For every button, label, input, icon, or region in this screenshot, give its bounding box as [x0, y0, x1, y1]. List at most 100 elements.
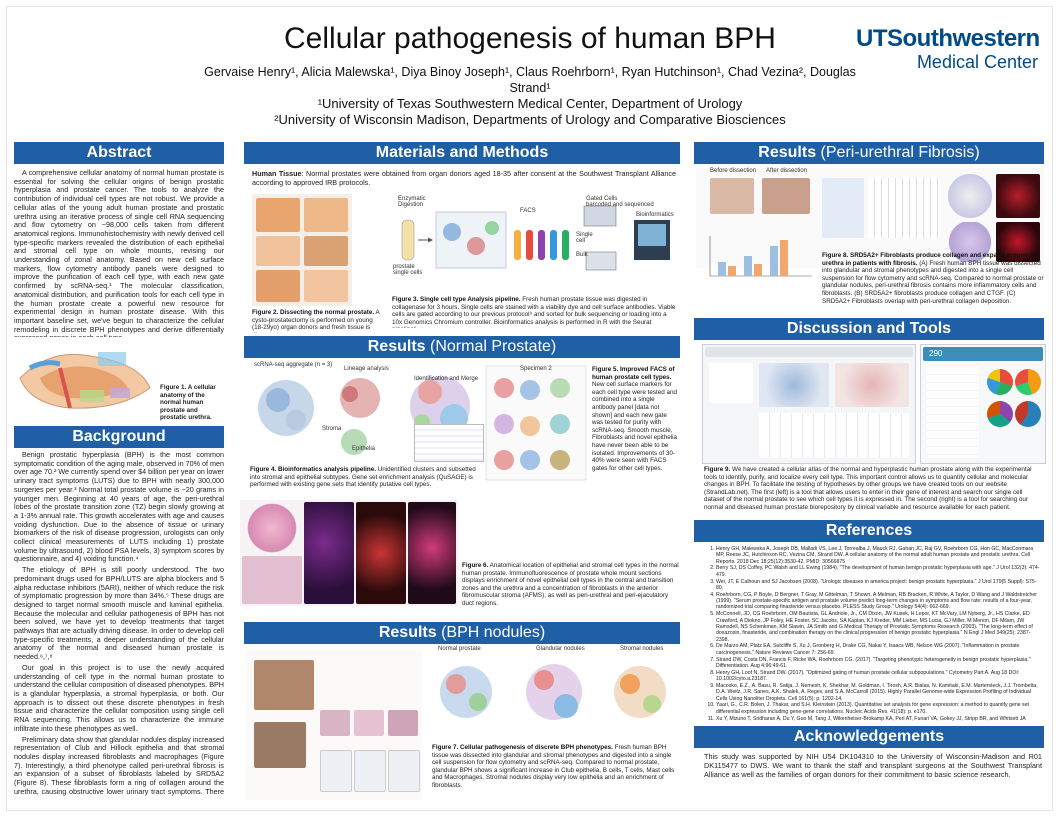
tool-toolbar [705, 347, 913, 357]
photo-prostate-4 [304, 236, 348, 266]
figure-6-caption: Figure 6. Anatomical location of epithel… [462, 562, 680, 608]
figure-5-caption: Figure 5. Improved FACS of human prostat… [592, 366, 678, 496]
photo-prostate-6 [304, 270, 348, 302]
label-facs: FACS [520, 208, 536, 214]
reference-item: Henry GH, Loof N, Strand DW. (2017). "Op… [716, 670, 1040, 683]
reference-ol: Henry GH, Malewska A, Joseph DB, Malladi… [704, 546, 1040, 722]
reference-item: Xu Y, Mizuno T, Sridharan A, Du Y, Guo M… [716, 716, 1040, 722]
figure-9-caption: Figure 9. We have created a cellular atl… [704, 466, 1044, 514]
label-stromal: Stromal nodules [620, 646, 664, 652]
methods-body: : Normal prostates were obtained from or… [252, 170, 676, 187]
tool-tsne-1 [759, 363, 829, 407]
methods-label: Human Tissue [252, 170, 302, 178]
figure-8-panels [696, 168, 1044, 268]
poster-title: Cellular pathogenesis of human BPH [284, 22, 776, 55]
figure-2-caption: Figure 2. Dissecting the normal prostate… [252, 309, 384, 333]
fig3-title: Figure 3. Single cell type Analysis pipe… [392, 296, 521, 303]
ihc-section [242, 502, 302, 554]
if-krt13 [356, 502, 406, 604]
fig5-body: New cell surface markers for each cell t… [592, 381, 678, 472]
utsw-logo: UTSouthwestern Medical Center [856, 25, 1046, 73]
ack-header: Acknowledgements [694, 726, 1044, 748]
photo-after [762, 178, 810, 214]
flow-plot-2 [354, 750, 386, 792]
ihc-zoom [242, 556, 302, 604]
figure-9-biorepository: 290 [920, 344, 1046, 464]
if-fibroblast [408, 502, 456, 604]
hdr-a: Results [367, 338, 430, 355]
label-digestion: Enzymatic Digestion [398, 196, 426, 208]
figure-7-tsne [440, 664, 666, 720]
figure-4-caption: Figure 4. Bioinformatics analysis pipeli… [250, 466, 482, 490]
background-header: Background [14, 426, 224, 448]
figure-7-tissue [246, 650, 422, 800]
logo-line2: Medical Center [916, 52, 1038, 72]
bph-dissected-photo [254, 722, 306, 768]
hdr-a: Results [378, 624, 442, 641]
tool-violin [759, 413, 909, 457]
methods-header: Materials and Methods [244, 142, 680, 164]
reference-item: Macosko, E.Z., A. Basu, R. Satija, J. Ne… [716, 683, 1040, 702]
affiliation-2: ²University of Wisconsin Madison, Depart… [274, 112, 786, 127]
reference-item: De Marzo AM, Platz EA, Sutcliffe S, Xu J… [716, 643, 1040, 656]
fig8-body: (A) Fresh human BPH tissue was dissected… [822, 259, 1044, 305]
photo-prostate-2 [304, 198, 348, 232]
reference-item: Yaari, G., C.R. Bolen, J. Thakar, and S.… [716, 702, 1040, 715]
logo-line1: UTSouthwestern [856, 25, 1040, 52]
fig9-title: Figure 9. [704, 466, 731, 473]
abstract-text: A comprehensive cellular anatomy of norm… [14, 169, 224, 337]
label-scrna: scRNA-seq aggregate (n = 3) [254, 362, 333, 368]
fig2-body: A cysto-prostatectomy is performed on yo… [252, 309, 380, 333]
reference-item: McConnell, JD, CG Roehrborn, OM Bautista… [716, 611, 1040, 642]
figure-4-table [414, 424, 484, 462]
results-peri-header: Results (Peri-urethral Fibrosis) [694, 142, 1044, 164]
histology-3 [388, 710, 418, 736]
violin-plots [868, 178, 940, 238]
background-p1: Benign prostatic hyperplasia (BPH) is th… [14, 451, 224, 564]
author-block: Gervaise Henry¹, Alicia Malewska¹, Diya … [190, 64, 870, 128]
references-header: References [694, 520, 1044, 542]
histology-2 [354, 710, 384, 736]
figure-3-caption: Figure 3. Single cell type Analysis pipe… [392, 296, 678, 328]
background-text: Benign prostatic hyperplasia (BPH) is th… [14, 451, 224, 796]
background-p4: Preliminary data show that glandular nod… [14, 734, 224, 796]
hdr-b: (Peri-urethral Fibrosis) [820, 144, 980, 161]
reference-item: Roehrborn, CG, P Boyle, D Bergner, T Gra… [716, 592, 1040, 611]
repo-count: 290 [929, 349, 943, 358]
label-single-cells: prostate single cells [393, 264, 423, 276]
photo-prostate-5 [256, 270, 300, 302]
repo-donut-2 [1015, 369, 1041, 395]
background-p3: Our goal in this project is to use the n… [14, 662, 224, 733]
fig5-title: Figure 5. Improved FACS of human prostat… [592, 366, 675, 381]
results-normal-header: Results (Normal Prostate) [244, 336, 680, 358]
label-lineage: Lineage analysis [344, 366, 389, 372]
reference-item: Berry SJ, DS Coffey, PC Walsh and LL Ewi… [716, 565, 1040, 578]
fig2-title: Figure 2. Dissecting the normal prostate… [252, 309, 375, 316]
label-glandular: Glandular nodules [536, 646, 585, 652]
sort-tubes [514, 230, 569, 260]
section-c4 [996, 222, 1040, 262]
label-ident: Identification and Merge [414, 376, 479, 382]
tool-sidebar [709, 363, 753, 403]
figure-1-anatomy [19, 352, 151, 409]
reference-item: Strand DW, Costa DN, Francis F, Ricke WA… [716, 657, 1040, 670]
label-specimen: Specimen 2 [520, 366, 552, 372]
figure-7-caption: Figure 7. Cellular pathogenesis of discr… [432, 744, 682, 804]
label-single: Single cell [576, 232, 593, 244]
figure-1-caption: Figure 1. A cellular anatomy of the norm… [160, 384, 216, 422]
tool-tsne-2 [835, 363, 909, 407]
repo-donut-4 [1015, 401, 1041, 427]
label-gated: Gated Cells barcoded and sequenced [586, 196, 654, 208]
fig7-title: Figure 7. Cellular pathogenesis of discr… [432, 744, 613, 751]
affiliation-1: ¹University of Texas Southwestern Medica… [317, 96, 743, 111]
references-list: Henry GH, Malewska A, Joseph DB, Malladi… [704, 546, 1040, 722]
figure-2-photos [252, 194, 352, 306]
repo-banner [923, 347, 1043, 361]
fig6-title: Figure 6. [462, 562, 489, 569]
section-c2 [996, 174, 1040, 218]
fig8-title: Figure 8. SRD5A2+ Fibroblasts produce co… [822, 252, 1040, 267]
photo-prostate-1 [256, 198, 300, 232]
label-epithelia: Epithelia [352, 446, 376, 452]
background-p2: The etiology of BPH is still poorly unde… [14, 565, 224, 662]
